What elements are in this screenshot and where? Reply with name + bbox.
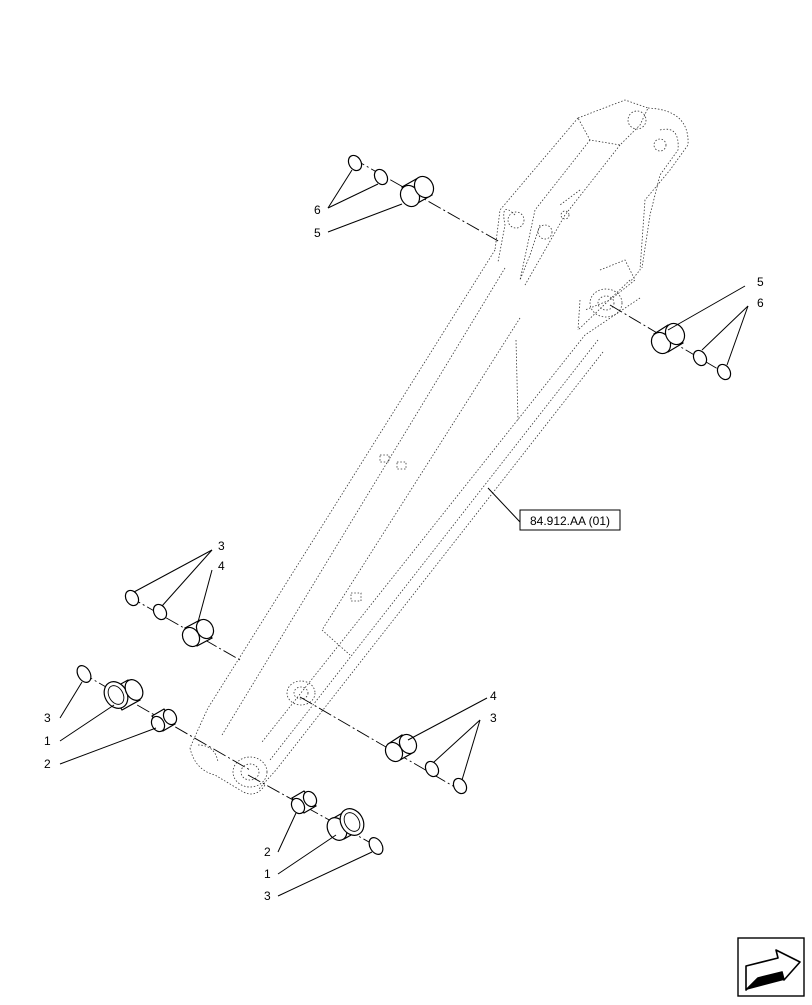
callout-2-left: 2: [44, 757, 51, 771]
bushing-right: [650, 322, 686, 355]
callout-6-top-left: 6: [314, 203, 321, 217]
shim-right-b: [716, 363, 732, 381]
callout-3-mid-right: 3: [490, 711, 497, 725]
shim-mid-left-a: [124, 589, 140, 607]
bushing-top-left: [399, 175, 435, 208]
shim-top-left-a: [347, 154, 363, 172]
flanged-bushing-bottom: [326, 808, 365, 841]
sleeve-bottom: [290, 790, 318, 815]
callout-6-right: 6: [757, 296, 764, 310]
callout-3-mid-left: 3: [218, 539, 225, 553]
bushing-mid-right: [384, 733, 418, 763]
boom-arm: [189, 99, 689, 795]
flanged-bushing-left: [103, 679, 144, 711]
next-page-arrow-icon[interactable]: [737, 937, 805, 997]
callout-4-mid-right: 4: [490, 689, 497, 703]
shim-bottom: [368, 837, 384, 855]
callout-5-right: 5: [757, 275, 764, 289]
callout-3-bottom: 3: [264, 889, 271, 903]
callout-2-bottom: 2: [264, 845, 271, 859]
reference-box[interactable]: 84.912.AA (01): [519, 509, 621, 531]
leader-lines: [59, 169, 749, 897]
reference-label: 84.912.AA (01): [530, 514, 610, 528]
callout-5-top-left: 5: [314, 226, 321, 240]
callout-4-mid-left: 4: [218, 559, 225, 573]
callout-1-bottom: 1: [264, 867, 271, 881]
shim-right-a: [692, 349, 708, 367]
callout-3-left: 3: [44, 711, 51, 725]
shim-top-left-b: [373, 168, 389, 186]
bushing-mid-left: [181, 618, 215, 648]
shim-mid-left-b: [152, 603, 168, 621]
shim-mid-right-b: [452, 777, 468, 795]
callout-1-left: 1: [44, 734, 51, 748]
shim-left: [76, 665, 92, 683]
sleeve-left: [150, 708, 178, 733]
shim-mid-right-a: [424, 760, 440, 778]
